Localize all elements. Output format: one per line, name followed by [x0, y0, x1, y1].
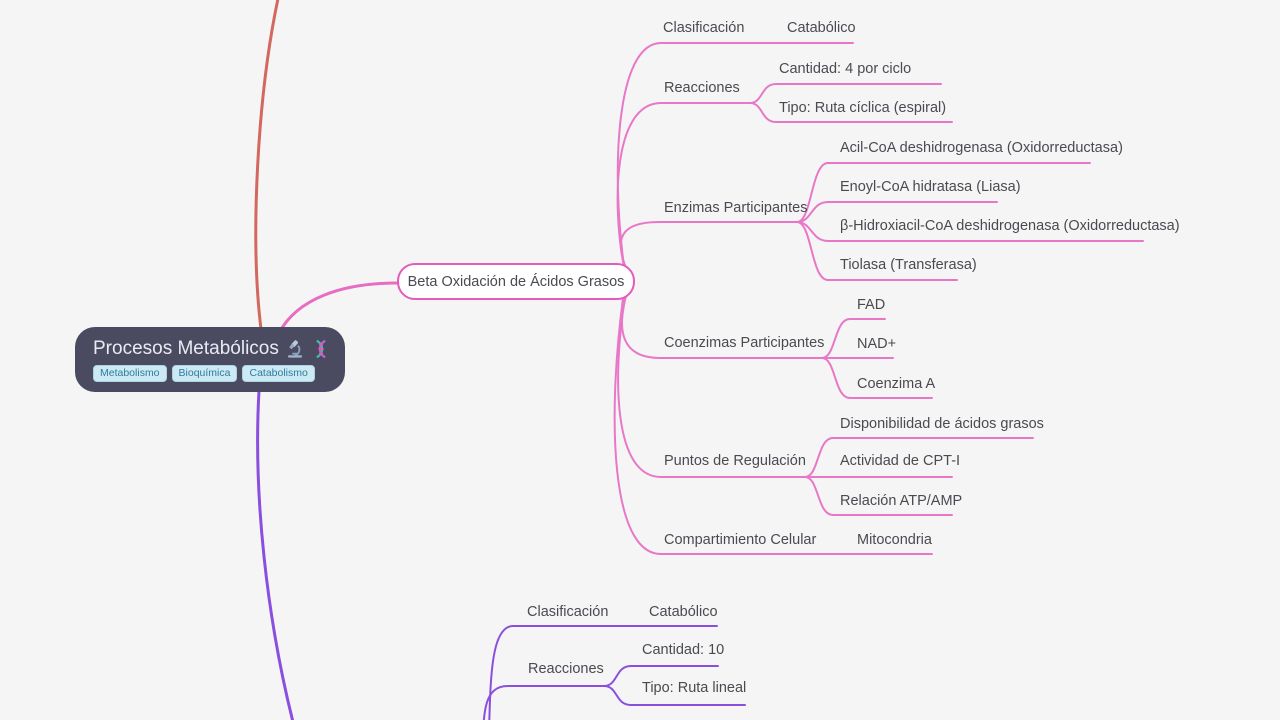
value-bhidroxiacil[interactable]: β-Hidroxiacil-CoA deshidrogenasa (Oxidor…	[840, 218, 1180, 234]
line-tipo-lineal	[603, 685, 746, 706]
line-relacion-atp	[804, 476, 953, 516]
subtopic-clasificacion-2[interactable]: Clasificación	[527, 604, 609, 620]
line-clasificacion-2	[488, 625, 718, 720]
subtopic-compartimiento[interactable]: Compartimiento Celular	[664, 532, 817, 548]
line-puntos	[617, 296, 953, 478]
value-tiolasa[interactable]: Tiolasa (Transferasa)	[840, 257, 977, 273]
subtopic-reacciones-2[interactable]: Reacciones	[528, 661, 604, 677]
branch-line-purple-down	[256, 389, 295, 720]
line-reacciones	[616, 102, 751, 268]
line-cantidad-10	[603, 665, 719, 687]
line-clasificacion	[616, 42, 854, 267]
value-enoyl-coa[interactable]: Enoyl-CoA hidratasa (Liasa)	[840, 179, 1021, 195]
value-tipo-ciclica[interactable]: Tipo: Ruta cíclica (espiral)	[779, 100, 947, 116]
tag-bioquimica[interactable]: Bioquímica	[171, 365, 238, 382]
dna-icon	[311, 339, 331, 359]
value-acil-coa[interactable]: Acil-CoA deshidrogenasa (Oxidorreductasa…	[840, 140, 1123, 156]
value-fad[interactable]: FAD	[857, 297, 886, 313]
line-enzimas	[619, 221, 798, 269]
line-enoyl-coa	[796, 201, 998, 223]
value-catabolico[interactable]: Catabólico	[787, 20, 856, 36]
value-coenzima-a[interactable]: Coenzima A	[857, 376, 936, 392]
value-cantidad-ciclo[interactable]: Cantidad: 4 por ciclo	[779, 61, 912, 77]
line-cantidad-ciclo	[749, 83, 942, 104]
value-mitocondria[interactable]: Mitocondria	[857, 532, 932, 548]
subtopic-reacciones[interactable]: Reacciones	[664, 80, 740, 96]
line-disponibilidad	[804, 437, 1034, 478]
line-tiolasa	[796, 221, 958, 281]
subtopic-clasificacion[interactable]: Clasificación	[663, 20, 745, 36]
subtopic-coenzimas[interactable]: Coenzimas Participantes	[664, 335, 825, 351]
branch-line-red-up	[254, 0, 280, 331]
line-fad	[821, 318, 886, 359]
microscope-icon	[285, 339, 305, 359]
value-actividad-cpt[interactable]: Actividad de CPT-I	[840, 453, 961, 469]
root-topic[interactable]: Procesos Metabólicos Metabolismo	[75, 327, 345, 392]
line-coenzima-a	[821, 357, 933, 399]
value-disponibilidad[interactable]: Disponibilidad de ácidos grasos	[840, 416, 1044, 432]
tag-catabolismo[interactable]: Catabolismo	[242, 365, 315, 382]
line-tipo-ciclica	[749, 102, 953, 123]
subtopic-enzimas[interactable]: Enzimas Participantes	[664, 200, 808, 216]
line-acil-coa	[796, 162, 1091, 223]
topic-beta-oxidacion[interactable]: Beta Oxidación de Ácidos Grasos	[397, 263, 635, 300]
value-cantidad-10[interactable]: Cantidad: 10	[642, 642, 725, 658]
root-title-row: Procesos Metabólicos	[93, 336, 345, 362]
value-nad[interactable]: NAD+	[857, 336, 897, 352]
root-topic-title: Procesos Metabólicos	[93, 338, 279, 359]
subtopic-puntos-regulacion[interactable]: Puntos de Regulación	[664, 453, 806, 469]
tag-metabolismo[interactable]: Metabolismo	[93, 365, 167, 382]
line-compartimiento	[613, 297, 933, 555]
root-tags: Metabolismo Bioquímica Catabolismo	[93, 365, 345, 382]
value-relacion-atp[interactable]: Relación ATP/AMP	[840, 493, 963, 509]
value-catabolico-2[interactable]: Catabólico	[649, 604, 718, 620]
value-tipo-lineal[interactable]: Tipo: Ruta lineal	[642, 680, 747, 696]
line-reacciones-2	[482, 685, 605, 720]
branch-line-root-to-beta	[277, 281, 400, 335]
